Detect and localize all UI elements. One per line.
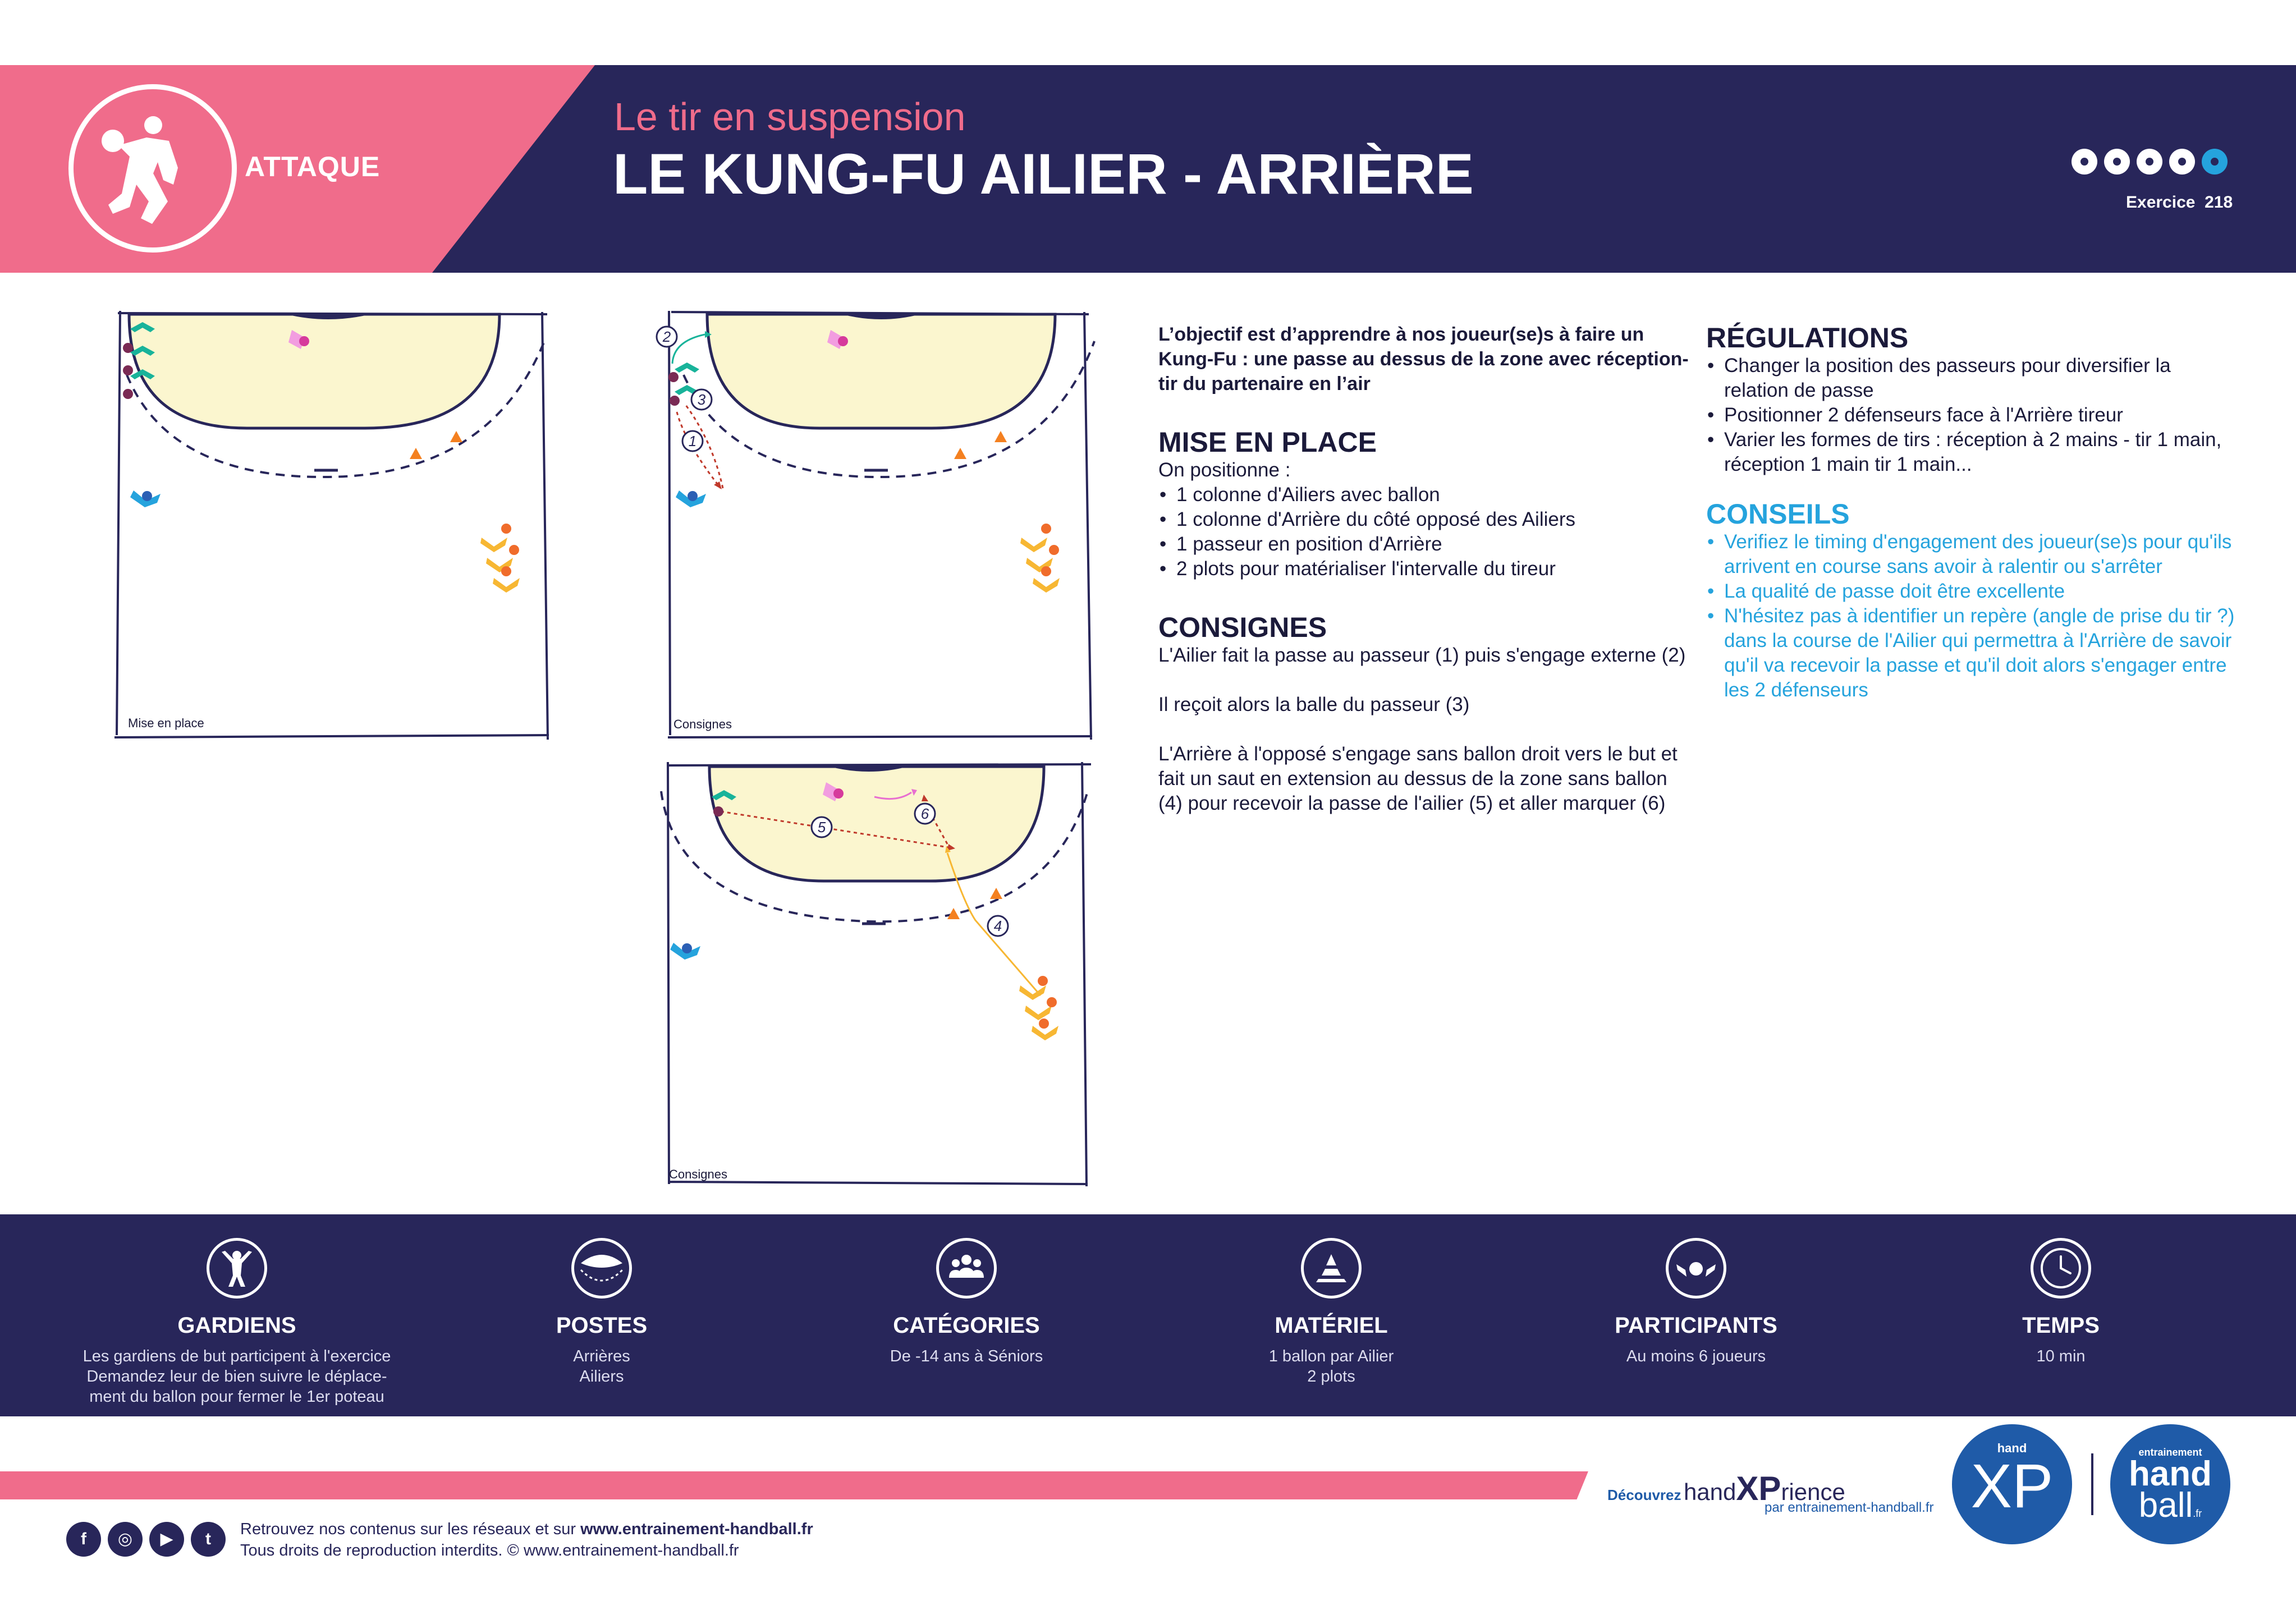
instagram-icon[interactable]: ◎ — [108, 1522, 143, 1557]
advice-list: Verifiez le timing d'engagement des joue… — [1706, 530, 2239, 703]
step-marker-1: 1 — [689, 433, 696, 449]
list-item: N'hésitez pas à identifier un repère (an… — [1707, 604, 2239, 703]
footer-label: TEMPS — [2022, 1313, 2100, 1338]
list-item: 2 plots pour matérialiser l'intervalle d… — [1160, 557, 1692, 581]
footer-categories: CATÉGORIES De -14 ans à Séniors — [798, 1238, 1135, 1366]
list-item: 1 colonne d'Ailiers avec ballon — [1160, 483, 1692, 507]
court-diagram-instructions-2: 5 6 4 Consignes — [656, 758, 1105, 1198]
list-item: 1 colonne d'Arrière du côté opposé des A… — [1160, 507, 1692, 532]
footer-label: PARTICIPANTS — [1615, 1313, 1777, 1338]
regulations-heading: RÉGULATIONS — [1706, 322, 1909, 354]
twitter-icon[interactable]: t — [191, 1522, 226, 1557]
footer-time: TEMPS 10 min — [1892, 1238, 2229, 1366]
cone-icon — [1301, 1238, 1362, 1299]
promo-rience: rience — [1781, 1479, 1845, 1505]
difficulty-rating — [2070, 147, 2233, 179]
handxprience-promo[interactable]: Découvrez handXPrience par entrainement-… — [1607, 1469, 1934, 1516]
footer-participants: PARTICIPANTS Au moins 6 joueurs — [1528, 1238, 1864, 1366]
setup-list: 1 colonne d'Ailiers avec ballon 1 colonn… — [1158, 483, 1692, 581]
logo-ball: ball — [2138, 1486, 2193, 1525]
players-icon — [1666, 1238, 1726, 1299]
advice-heading: CONSEILS — [1706, 498, 1850, 530]
objective-text: L’objectif est d’apprendre à nos joueur(… — [1158, 324, 1689, 394]
step-marker-2: 2 — [662, 328, 671, 345]
court-label-instructions-1: Consignes — [673, 717, 732, 731]
list-item: La qualité de passe doit être excellente — [1707, 579, 2239, 604]
exercise-label: Exercice — [2126, 193, 2196, 212]
court-label-setup: Mise en place — [128, 716, 204, 730]
court-label-instructions-2: Consignes — [669, 1167, 727, 1181]
footer-label: GARDIENS — [177, 1313, 296, 1338]
setup-lead: On positionne : — [1158, 459, 1291, 481]
discover-label: Découvrez — [1607, 1487, 1681, 1503]
instructions-heading: CONSIGNES — [1158, 612, 1327, 643]
promo-xp: XP — [1736, 1470, 1781, 1507]
setup-heading: MISE EN PLACE — [1158, 426, 1377, 458]
entrainement-handball-logo[interactable]: entrainement hand ball.fr — [2110, 1424, 2230, 1544]
positions-icon — [571, 1238, 632, 1299]
instruction-paragraph: Il reçoit alors la balle du passeur (3) — [1158, 694, 1470, 715]
handxp-logo[interactable]: hand XP — [1952, 1424, 2072, 1544]
promo-by: par entrainement-handball.fr — [1765, 1500, 1934, 1515]
step-marker-6: 6 — [921, 805, 929, 822]
footer-text: De -14 ans à Séniors — [890, 1347, 1043, 1365]
regulations-list: Changer la position des passeurs pour di… — [1706, 354, 2239, 477]
logo-hand: hand — [2128, 1455, 2212, 1493]
instruction-paragraph: L'Ailier fait la passe au passeur (1) pu… — [1158, 644, 1686, 666]
footer-label: CATÉGORIES — [893, 1313, 1040, 1338]
category-label: ATTAQUE — [245, 151, 381, 182]
attack-player-icon — [68, 84, 237, 253]
exercise-number: Exercice 218 — [2126, 193, 2233, 212]
instruction-paragraph: L'Arrière à l'opposé s'engage sans ballo… — [1158, 743, 1678, 814]
footer-text: 1 ballon par Ailier 2 plots — [1268, 1347, 1394, 1386]
page-subtitle: Le tir en suspension — [614, 95, 966, 139]
footer-equipment: MATÉRIEL 1 ballon par Ailier 2 plots — [1163, 1238, 1500, 1387]
promo-hand: hand — [1683, 1479, 1736, 1505]
footer-text: Arrières Ailiers — [573, 1347, 630, 1386]
footer-goalkeepers: GARDIENS Les gardiens de but participent… — [68, 1238, 405, 1407]
page-title: LE KUNG-FU AILIER - ARRIÈRE — [613, 142, 1474, 206]
main-text-column: L’objectif est d’apprendre à nos joueur(… — [1158, 322, 1692, 816]
exercise-value: 218 — [2205, 193, 2233, 212]
logo-divider — [2091, 1453, 2093, 1515]
footer-copyright: Retrouvez nos contenus sur les réseaux e… — [240, 1519, 813, 1561]
logo-top: entrainement — [2138, 1447, 2202, 1458]
footer-text: 10 min — [2036, 1347, 2086, 1365]
group-icon — [936, 1238, 997, 1299]
rights-line: Tous droits de reproduction interdits. ©… — [240, 1542, 739, 1559]
logo-hand: hand — [1997, 1441, 2027, 1455]
footer-label: MATÉRIEL — [1275, 1313, 1388, 1338]
list-item: Varier les formes de tirs : réception à … — [1707, 428, 2239, 477]
list-item: Positionner 2 défenseurs face à l'Arrièr… — [1707, 403, 2239, 428]
site-link[interactable]: www.entrainement-handball.fr — [580, 1520, 813, 1538]
court-diagram-instructions-1: 2 3 1 Consignes — [651, 308, 1100, 748]
step-marker-3: 3 — [698, 391, 706, 408]
facebook-icon[interactable]: f — [66, 1522, 101, 1557]
footer-positions: POSTES Arrières Ailiers — [433, 1238, 770, 1387]
court-diagram-setup: Mise en place — [107, 308, 556, 748]
list-item: Changer la position des passeurs pour di… — [1707, 354, 2239, 403]
youtube-icon[interactable]: ▶ — [149, 1522, 184, 1557]
clock-icon — [2031, 1238, 2091, 1299]
footer-label: POSTES — [556, 1313, 648, 1338]
logo-xp: XP — [1970, 1452, 2054, 1521]
step-marker-5: 5 — [818, 819, 826, 836]
social-line: Retrouvez nos contenus sur les réseaux e… — [240, 1520, 576, 1538]
goalkeeper-icon — [207, 1238, 267, 1299]
footer-text: Les gardiens de but participent à l'exer… — [83, 1347, 391, 1406]
footer-text: Au moins 6 joueurs — [1626, 1347, 1766, 1365]
step-marker-4: 4 — [994, 917, 1002, 934]
footer-info-band — [0, 1214, 2296, 1416]
list-item: 1 passeur en position d'Arrière — [1160, 532, 1692, 557]
logo-fr: .fr — [2193, 1508, 2202, 1519]
list-item: Verifiez le timing d'engagement des joue… — [1707, 530, 2239, 579]
side-text-column: RÉGULATIONS Changer la position des pass… — [1706, 322, 2239, 703]
